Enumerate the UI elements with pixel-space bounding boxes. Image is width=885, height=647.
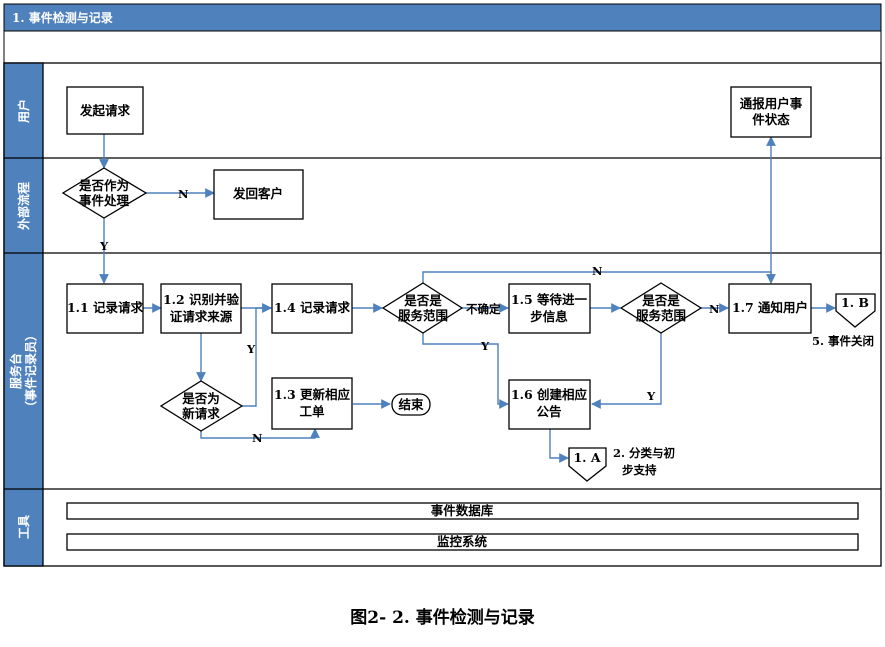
edge-notice-to-1a — [549, 429, 569, 463]
connector-1a — [568, 447, 607, 482]
figure-caption: 图2- 2. 事件检测与记录 — [350, 608, 535, 628]
node-wait-info — [508, 283, 591, 334]
node-wait-info-label: 1.5 等待进一 — [511, 292, 588, 307]
edge-label-y: Y — [646, 389, 656, 403]
decision-is-event-label: 是否作为 — [78, 178, 129, 193]
tool-monitoring-label: 监控系统 — [437, 534, 488, 549]
decision-in-scope-1 — [381, 282, 464, 334]
edges — [99, 134, 836, 463]
lane-label-servicedesk-role: （事件记录员） — [23, 329, 38, 413]
node-update-ticket-label: 工单 — [299, 404, 325, 419]
edge-isnew-no — [200, 428, 320, 439]
connector-1b — [835, 293, 876, 328]
lane-label-external: 外部流程 — [16, 182, 31, 230]
classify-label: 2. 分类与初 — [613, 446, 675, 460]
node-end-label: 结束 — [398, 397, 424, 412]
node-log-request-14 — [271, 283, 353, 334]
edge-isnew-yes — [242, 303, 272, 407]
node-create-notice-label: 1.6 创建相应 — [511, 387, 588, 402]
node-notify-status — [730, 86, 812, 138]
node-notify-status-label: 通报用户事 — [740, 96, 803, 111]
node-log-request-11 — [66, 283, 144, 334]
node-notify-status-label: 件状态 — [752, 112, 790, 127]
decision-is-event-label: 事件处理 — [79, 193, 130, 208]
decision-in-scope-1-label: 是否是 — [403, 293, 442, 308]
connector-1b-label: 1. B — [841, 295, 869, 310]
event-close-label: 5. 事件关闭 — [812, 334, 874, 348]
node-identify-label: 1.2 识别并验 — [163, 292, 240, 307]
edge-label-y: Y — [99, 239, 109, 253]
edge-label-y: Y — [246, 342, 256, 356]
classify-label: 步支持 — [622, 463, 657, 477]
node-start-request-label: 发起请求 — [79, 103, 131, 118]
lane-label-tools: 工具 — [17, 515, 31, 539]
node-start-request — [66, 86, 144, 135]
decision-is-new-label: 新请求 — [182, 406, 220, 421]
connector-1a-label: 1. A — [573, 450, 600, 465]
edge-label-n: N — [592, 264, 603, 278]
node-return-customer — [213, 169, 304, 220]
lane-label-servicedesk: 服务台 — [8, 353, 23, 389]
node-log-request-11-label: 1.1 记录请求 — [67, 300, 144, 315]
tool-monitoring — [66, 533, 859, 551]
node-return-customer-label: 发回客户 — [232, 186, 283, 201]
node-log-request-14-label: 1.4 记录请求 — [274, 300, 351, 315]
header-bar — [3, 3, 882, 32]
decision-in-scope-2-label: 服务范围 — [636, 308, 686, 323]
decision-in-scope-2 — [619, 282, 703, 334]
decision-is-new — [159, 380, 244, 432]
decision-is-new-label: 是否为 — [181, 391, 220, 406]
edge-label-uncertain: 不确定 — [466, 302, 501, 316]
node-identify-label: 证请求来源 — [170, 309, 233, 324]
decision-in-scope-1-label: 服务范围 — [398, 308, 448, 323]
header-title: 1. 事件检测与记录 — [12, 10, 113, 25]
tool-incident-db — [66, 502, 859, 520]
decision-in-scope-2-label: 是否是 — [641, 293, 680, 308]
node-end — [391, 393, 431, 416]
decision-is-event — [61, 167, 148, 219]
edge-scope1-yes — [422, 333, 509, 409]
node-create-notice — [508, 379, 591, 430]
node-notify-user-17-label: 1.7 通知用户 — [732, 300, 808, 315]
edge-scope2-yes — [591, 333, 662, 409]
edge-label-n: N — [252, 431, 263, 445]
node-identify — [160, 283, 242, 334]
edge-label-y: Y — [480, 339, 490, 353]
lane-label-column — [3, 62, 44, 567]
node-create-notice-label: 公告 — [536, 404, 562, 419]
edge-label-n: N — [709, 302, 720, 316]
node-update-ticket — [271, 377, 353, 430]
node-update-ticket-label: 1.3 更新相应 — [274, 387, 351, 402]
tool-incident-db-label: 事件数据库 — [431, 503, 494, 518]
node-wait-info-label: 步信息 — [530, 309, 568, 324]
edge-label-n: N — [178, 187, 189, 201]
blank-band — [3, 30, 882, 64]
lane-label-user: 用户 — [16, 99, 31, 124]
node-notify-user-17 — [728, 283, 812, 334]
